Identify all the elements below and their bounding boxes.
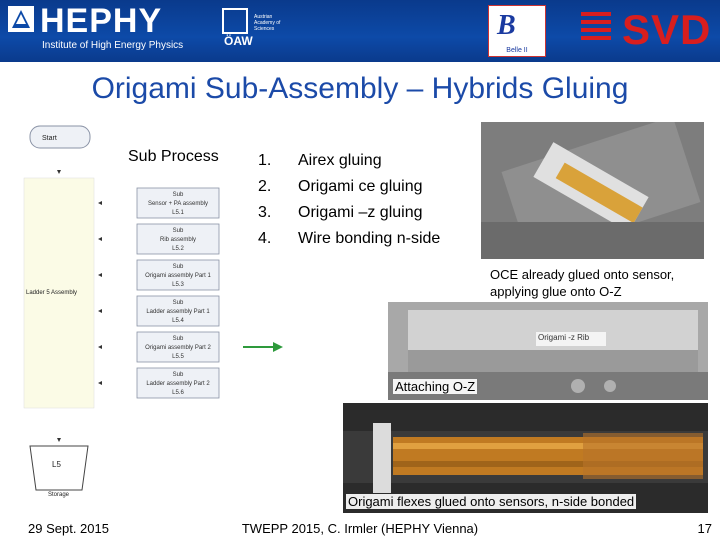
green-arrow-icon — [243, 342, 283, 352]
flow-ladder-text: Ladder 5 Assembly — [26, 290, 77, 296]
oaw-logo-icon — [222, 8, 248, 34]
flow-sub-box-text: Sub — [173, 264, 184, 270]
oaw-logo-text: ÖAW — [224, 34, 253, 48]
flow-end-text: L5 — [52, 460, 61, 469]
header-banner: HEPHY Institute of High Energy Physics Ö… — [0, 0, 720, 62]
belle-b-icon: B — [497, 10, 516, 41]
flow-sub-box-text: L5.2 — [172, 246, 184, 252]
step-number: 2. — [258, 178, 272, 195]
sub-process-label: Sub Process — [128, 148, 219, 165]
belle-logo: B Belle II — [488, 5, 546, 57]
step-number: 3. — [258, 204, 272, 221]
flow-sub-box-text: Origami assembly Part 2 — [145, 345, 211, 351]
step-numbers: 1. 2. 3. 4. — [258, 148, 271, 252]
hephy-logo-text: HEPHY — [40, 2, 163, 40]
flow-arrow-icon — [98, 273, 102, 277]
oaw-subtitle: Austrian Academy of Sciences — [254, 14, 281, 32]
page-number: 17 — [697, 521, 712, 536]
flow-arrow-icon — [57, 170, 61, 174]
belle-label: Belle II — [506, 47, 528, 54]
step-items: Airex gluing Origami ce gluing Origami –… — [298, 148, 440, 252]
flow-sub-box-text: L5.1 — [172, 210, 184, 216]
flow-sub-box — [136, 331, 220, 363]
flow-storage-text: Storage — [48, 492, 70, 498]
flow-arrow-icon — [57, 438, 61, 442]
flow-arrow-icon — [98, 201, 102, 205]
footer-date: 29 Sept. 2015 — [28, 521, 109, 536]
flow-sub-box-text: Sub — [173, 336, 184, 342]
flow-sub-box — [136, 259, 220, 291]
flow-sub-box-text: Rib assembly — [160, 237, 196, 243]
flow-sub-box-text: Sensor + PA assembly — [148, 201, 208, 207]
flow-sub-box-text: Ladder assembly Part 2 — [146, 381, 210, 387]
hephy-subtitle: Institute of High Energy Physics — [42, 40, 184, 51]
svd-bars-icon — [581, 12, 611, 48]
slide-title: Origami Sub-Assembly – Hybrids Gluing — [91, 72, 629, 105]
flow-arrow-icon — [98, 345, 102, 349]
flow-ladder-panel — [23, 177, 95, 409]
flow-end-shape — [29, 445, 89, 491]
step-item: Origami –z gluing — [298, 204, 423, 221]
flow-sub-box — [136, 367, 220, 399]
step-item: Origami ce gluing — [298, 178, 423, 195]
flow-start-box — [29, 125, 91, 149]
photo-gluing-jig — [481, 122, 704, 259]
step-item: Wire bonding n-side — [298, 230, 441, 247]
flow-sub-box — [136, 187, 220, 219]
flow-sub-box-text: Sub — [173, 300, 184, 306]
caption-photo2: Attaching O-Z — [393, 379, 478, 394]
flow-sub-box-text: Origami assembly Part 1 — [145, 273, 211, 279]
flow-sub-box-text: Ladder assembly Part 1 — [146, 309, 210, 315]
flow-sub-box-text: L5.5 — [172, 354, 184, 360]
caption-photo3: Origami flexes glued onto sensors, n-sid… — [346, 494, 637, 509]
flow-sub-box-text: Sub — [173, 228, 184, 234]
flow-sub-box-text: L5.4 — [172, 318, 184, 324]
footer-presenter: TWEPP 2015, C. Irmler (HEPHY Vienna) — [241, 521, 479, 536]
flow-arrow-icon — [98, 309, 102, 313]
step-number: 4. — [258, 230, 272, 247]
flow-start-text: Start — [42, 135, 57, 142]
flow-sub-box-text: L5.3 — [172, 282, 184, 288]
flow-sub-box-text: Sub — [173, 372, 184, 378]
flow-sub-box-text: Sub — [173, 192, 184, 198]
flow-sub-box-text: L5.6 — [172, 390, 184, 396]
flow-arrow-icon — [98, 381, 102, 385]
flow-arrow-icon — [98, 237, 102, 241]
flow-sub-box — [136, 223, 220, 255]
flow-sub-box — [136, 295, 220, 327]
caption-photo1: OCE already glued onto sensor, applying … — [490, 267, 675, 299]
step-item: Airex gluing — [298, 152, 382, 169]
tool-label: Origami -z Rib — [538, 333, 590, 342]
step-number: 1. — [258, 152, 272, 169]
hephy-logo-icon — [8, 6, 34, 32]
svd-logo-text: SVD — [622, 6, 712, 53]
